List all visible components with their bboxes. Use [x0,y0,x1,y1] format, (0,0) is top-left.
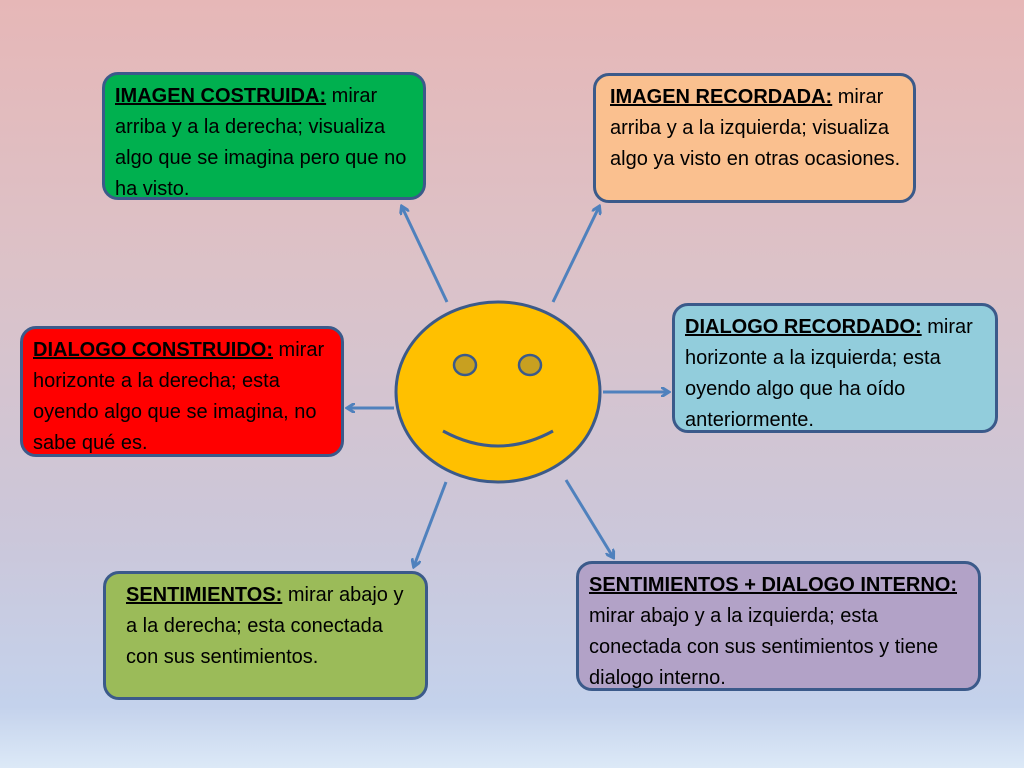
box-label: SENTIMIENTOS: [126,584,283,606]
box-sentimientos-dialogo: SENTIMIENTOS + DIALOGO INTERNO: mirar ab… [576,561,981,691]
box-text: mirar abajo y a la izquierda; esta conec… [589,605,939,689]
box-label: DIALOGO CONSTRUIDO: [33,339,273,361]
face-circle [394,300,602,484]
box-imagen-construida: IMAGEN COSTRUIDA: mirar arriba y a la de… [102,72,426,200]
box-dialogo-construido: DIALOGO CONSTRUIDO: mirar horizonte a la… [20,326,344,457]
box-dialogo-recordado: DIALOGO RECORDADO: mirar horizonte a la … [672,303,998,433]
right-eye [517,353,543,377]
smiley-face [394,300,602,484]
box-text: mirar horizonte a la izquierda; esta oye… [685,316,973,431]
box-label: DIALOGO RECORDADO: [685,316,922,338]
box-sentimientos: SENTIMIENTOS: mirar abajo y a la derecha… [103,571,428,700]
box-label: IMAGEN COSTRUIDA: [115,85,327,107]
box-text: mirar arriba y a la derecha; visualiza a… [115,85,407,200]
box-imagen-recordada: IMAGEN RECORDADA: mirar arriba y a la iz… [593,73,916,203]
arrow-down-left [414,481,448,566]
box-label: SENTIMIENTOS + DIALOGO INTERNO: [589,574,957,596]
left-eye [452,353,478,377]
smile [442,429,554,448]
box-label: IMAGEN RECORDADA: [610,86,833,108]
arrow-up-left [402,207,449,303]
arrow-down-right [564,479,613,557]
box-text: mirar horizonte a la derecha; esta oyend… [33,339,325,454]
box-text: mirar abajo y a la derecha; esta conecta… [126,584,404,668]
box-text: mirar arriba y a la izquierda; visualiza… [610,86,901,170]
arrow-up-right [551,207,599,303]
